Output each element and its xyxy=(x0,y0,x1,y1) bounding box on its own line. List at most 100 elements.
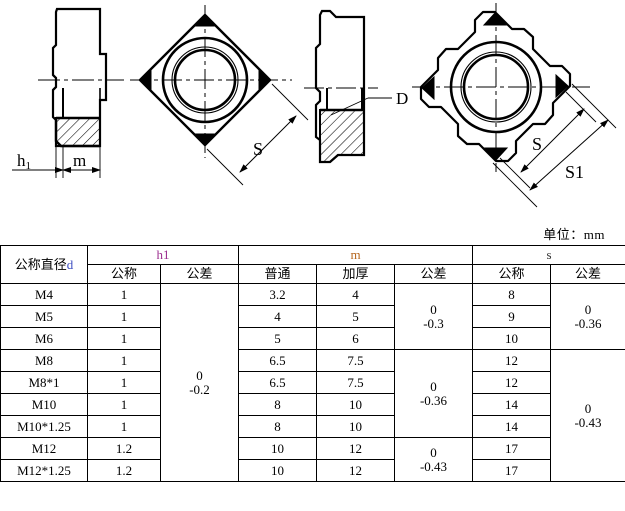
cell-diameter: M4 xyxy=(0,283,88,306)
cell-m-tolerance-group2: 0 -0.36 xyxy=(393,349,474,438)
header-nominal-diameter-text: 公称直径d xyxy=(14,256,74,272)
header-h1-tolerance: 公差 xyxy=(160,264,239,284)
table-row: M12*1.25 1.2 10 12 17 xyxy=(0,459,625,482)
cell-m-thick: 7.5 xyxy=(316,349,395,372)
cell-s-nominal: 8 xyxy=(472,283,552,306)
cell-h1-nominal: 1.2 xyxy=(87,437,161,460)
m-tol1-lower: -0.3 xyxy=(423,315,444,331)
cell-m-normal: 3.2 xyxy=(238,283,317,306)
table-row: M4 1 0 -0.2 3.2 4 0 -0.3 8 0 -0.36 xyxy=(0,283,625,482)
header-h1-nominal: 公称 xyxy=(87,264,161,284)
specification-table: 公称直径d h1 m s 公称 公差 普通 加厚 公差 公称 公差 M4 1 0… xyxy=(0,245,625,482)
cell-h1-nominal: 1 xyxy=(87,371,161,394)
table-row: M8 1 6.5 7.5 0 -0.36 12 0 -0.43 xyxy=(0,349,625,482)
cell-m-thick: 5 xyxy=(316,305,395,328)
header-group-h1: h1 xyxy=(87,245,239,265)
cell-m-tolerance-group1: 0 -0.3 xyxy=(393,283,474,350)
m-tol2-upper: 0 xyxy=(430,378,437,394)
table-row: M12 1.2 10 12 0 -0.43 17 xyxy=(0,437,625,482)
s-tol1-upper: 0 xyxy=(584,301,592,317)
cell-s-nominal: 17 xyxy=(472,459,552,482)
cell-m-normal: 8 xyxy=(238,415,317,438)
cell-h1-nominal: 1 xyxy=(87,283,161,306)
view4-plan: S S1 xyxy=(412,3,617,208)
m-tol3-lower: -0.43 xyxy=(419,458,448,474)
cell-s-nominal: 14 xyxy=(472,393,552,416)
cell-m-normal: 10 xyxy=(238,437,317,460)
m-tol3-upper: 0 xyxy=(430,444,437,460)
cell-s-nominal: 17 xyxy=(472,437,552,460)
cell-h1-nominal: 1 xyxy=(87,393,161,416)
dim-label-s-view2: S xyxy=(253,139,263,159)
table-group-header-row: 公称直径d h1 m s xyxy=(0,245,625,284)
cell-s-nominal: 14 xyxy=(472,415,552,438)
h1-tol-upper: 0 xyxy=(196,367,203,383)
header-m-normal: 普通 xyxy=(238,264,317,284)
cell-diameter: M8 xyxy=(0,349,88,372)
cell-s-nominal: 9 xyxy=(472,305,552,328)
cell-diameter: M6 xyxy=(0,327,88,350)
cell-m-thick: 10 xyxy=(316,393,395,416)
s-tol2-upper: 0 xyxy=(584,400,592,416)
cell-s-nominal: 10 xyxy=(472,327,552,350)
cell-m-thick: 12 xyxy=(316,459,395,482)
header-nominal-diameter: 公称直径d xyxy=(0,245,88,284)
unit-note: 单位：mm xyxy=(543,227,605,242)
cell-m-normal: 10 xyxy=(238,459,317,482)
s-tol1-lower: -0.36 xyxy=(574,315,602,331)
cell-diameter: M12 xyxy=(0,437,88,460)
cell-m-normal: 6.5 xyxy=(238,349,317,372)
table-row: M8*1 1 6.5 7.5 12 xyxy=(0,371,625,394)
engineering-drawing-svg: h1 m S xyxy=(12,3,617,208)
cell-s-tolerance-group1: 0 -0.36 xyxy=(550,283,625,350)
cell-h1-nominal: 1 xyxy=(87,327,161,350)
cell-diameter: M5 xyxy=(0,305,88,328)
header-group-m: m xyxy=(237,245,474,265)
header-m-thick: 加厚 xyxy=(316,264,395,284)
cell-m-normal: 6.5 xyxy=(238,371,317,394)
cell-m-thick: 4 xyxy=(316,283,395,306)
dim-label-d: D xyxy=(396,89,408,108)
cell-diameter: M12*1.25 xyxy=(0,459,88,482)
cell-s-nominal: 12 xyxy=(472,371,552,394)
cell-m-thick: 10 xyxy=(316,415,395,438)
table-row: M5 1 4 5 9 xyxy=(0,305,625,328)
table-row: M10 1 8 10 14 xyxy=(0,393,625,416)
cell-h1-tolerance: 0 -0.2 xyxy=(160,283,239,482)
dim-label-s1: S1 xyxy=(565,162,584,182)
cell-m-normal: 4 xyxy=(238,305,317,328)
h1-tol-lower: -0.2 xyxy=(189,381,210,397)
cell-m-thick: 12 xyxy=(316,437,395,460)
cell-s-tolerance-group2: 0 -0.43 xyxy=(550,349,625,482)
view1-section: h1 m xyxy=(12,7,124,178)
table-sub-header-row: 公称 公差 普通 加厚 公差 公称 公差 xyxy=(1,264,625,284)
header-s-tolerance: 公差 xyxy=(550,264,625,284)
cell-s-nominal: 12 xyxy=(472,349,552,372)
dim-label-s-view4: S xyxy=(532,134,542,154)
cell-diameter: M10*1.25 xyxy=(0,415,88,438)
cell-diameter: M10 xyxy=(0,393,88,416)
cell-m-thick: 7.5 xyxy=(316,371,395,394)
cell-h1-nominal: 1 xyxy=(87,415,161,438)
cell-h1-nominal: 1.2 xyxy=(87,459,161,482)
header-group-s: s xyxy=(472,245,625,265)
cell-h1-nominal: 1 xyxy=(87,349,161,372)
cell-m-thick: 6 xyxy=(316,327,395,350)
cell-h1-nominal: 1 xyxy=(87,305,161,328)
technical-drawing-area: h1 m S xyxy=(0,0,625,222)
table-row: M6 1 5 6 10 xyxy=(0,327,625,350)
table-row: M10*1.25 1 8 10 14 xyxy=(0,415,625,438)
s-tol2-lower: -0.43 xyxy=(574,414,602,430)
cell-m-tolerance-group3: 0 -0.43 xyxy=(393,437,474,482)
cell-m-normal: 5 xyxy=(238,327,317,350)
header-m-tolerance: 公差 xyxy=(393,264,474,284)
view2-plan: S xyxy=(130,5,309,186)
m-tol2-lower: -0.36 xyxy=(419,392,448,408)
cell-m-normal: 8 xyxy=(238,393,317,416)
dim-label-h1: h1 xyxy=(17,151,31,172)
cell-diameter: M8*1 xyxy=(0,371,88,394)
dim-label-m: m xyxy=(73,151,86,170)
view3-section: D xyxy=(304,9,408,164)
header-s-nominal: 公称 xyxy=(472,264,552,284)
m-tol1-upper: 0 xyxy=(430,301,437,317)
